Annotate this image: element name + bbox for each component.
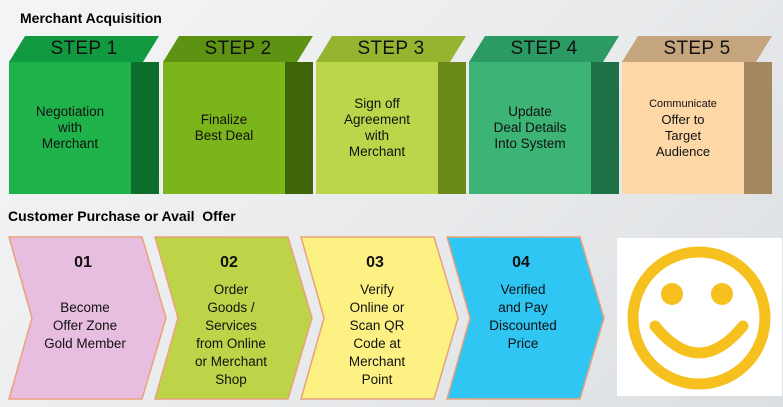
customer-step-02-text: Order Goods / Services from Online or Me… — [168, 281, 294, 389]
step-2-label: STEP 2 — [163, 36, 313, 62]
customer-purchase-title: Customer Purchase or Avail Offer — [8, 208, 236, 224]
customer-step-01-line: Become — [60, 300, 110, 315]
merchant-acquisition-title: Merchant Acquisition — [20, 10, 162, 26]
customer-step-03-line: Merchant — [348, 354, 406, 369]
customer-step-03-text: Verify Online or Scan QR Code at Merchan… — [314, 281, 440, 389]
customer-step-04-line: Discounted — [489, 318, 557, 333]
step-2-line: Best Deal — [194, 128, 254, 143]
customer-step-02: 02 Order Goods / Services from Online or… — [154, 236, 314, 401]
customer-step-01-text: Become Offer Zone Gold Member — [22, 299, 148, 353]
customer-step-04-line: Price — [507, 336, 539, 351]
step-3-line: with — [364, 128, 389, 143]
step-1-line: with — [57, 120, 82, 135]
step-5-line: Offer to — [661, 112, 705, 127]
customer-step-04-number: 04 — [512, 254, 530, 271]
step-1-line: Negotiation — [35, 104, 105, 119]
smiley-mouth — [649, 320, 749, 359]
customer-step-02-line: or Merchant — [194, 354, 268, 369]
smiley-left-eye — [661, 283, 683, 305]
customer-step-03-line: Code at — [353, 336, 401, 351]
step-1-description: Negotiation with Merchant — [9, 62, 131, 194]
step-5-side — [744, 62, 772, 194]
smiley-panel — [617, 238, 782, 396]
step-2-side — [285, 62, 313, 194]
customer-step-04-arrow — [446, 236, 605, 400]
customer-step-03-number: 03 — [366, 254, 384, 271]
step-1-block: STEP 1 Negotiation with Merchant — [9, 36, 159, 194]
step-4-line: Update — [508, 104, 552, 119]
customer-step-02-line: Goods / — [207, 300, 255, 315]
step-5-line: Audience — [655, 144, 711, 159]
customer-step-03-line: Point — [361, 372, 393, 387]
customer-step-03-line: Online or — [349, 300, 405, 315]
smiley-face-outline — [627, 246, 771, 390]
smiley-face-icon — [627, 246, 771, 390]
customer-step-03-arrow — [300, 236, 459, 400]
customer-step-01: 01 Become Offer Zone Gold Member — [8, 236, 168, 401]
step-2-line: Finalize — [200, 112, 248, 127]
customer-step-01-line: Gold Member — [44, 336, 126, 351]
customer-step-02-line: Services — [205, 318, 257, 333]
step-5-description: Communicate Offer to Target Audience — [622, 62, 744, 194]
customer-step-02-line: Shop — [215, 372, 247, 387]
customer-step-04-line: and Pay — [498, 300, 548, 315]
step-4-label: STEP 4 — [469, 36, 619, 62]
customer-step-03-line: Verify — [360, 282, 394, 297]
step-5-block: STEP 5 Communicate Offer to Target Audie… — [622, 36, 772, 194]
step-4-line: Deal Details — [493, 120, 567, 135]
step-5-line: Target — [664, 128, 702, 143]
customer-step-03: 03 Verify Online or Scan QR Code at Merc… — [300, 236, 460, 401]
customer-step-02-line: Order — [213, 282, 249, 297]
customer-step-02-number: 02 — [220, 254, 238, 271]
step-1-line: Merchant — [41, 136, 99, 151]
step-4-line: Into System — [494, 136, 566, 151]
step-3-description: Sign off Agreement with Merchant — [316, 62, 438, 194]
step-3-line: Sign off — [354, 96, 400, 111]
step-4-side — [591, 62, 619, 194]
customer-step-02-arrow — [154, 236, 313, 400]
customer-step-03-line: Scan QR — [349, 318, 405, 333]
customer-step-01-line: Offer Zone — [52, 318, 118, 333]
step-4-description: Update Deal Details Into System — [469, 62, 591, 194]
customer-step-04-line: Verified — [500, 282, 546, 297]
step-3-line: Agreement — [343, 112, 411, 127]
step-3-line: Merchant — [348, 144, 406, 159]
customer-step-01-number: 01 — [74, 254, 92, 271]
step-5-label: STEP 5 — [622, 36, 772, 62]
step-3-side — [438, 62, 466, 194]
step-5-line: Communicate — [649, 98, 717, 110]
customer-step-02-line: from Online — [196, 336, 266, 351]
customer-step-04: 04 Verified and Pay Discounted Price — [446, 236, 606, 401]
step-3-label: STEP 3 — [316, 36, 466, 62]
step-1-label: STEP 1 — [9, 36, 159, 62]
step-2-block: STEP 2 Finalize Best Deal — [163, 36, 313, 194]
step-1-side — [131, 62, 159, 194]
smiley-right-eye — [711, 283, 733, 305]
customer-step-04-text: Verified and Pay Discounted Price — [460, 281, 586, 353]
step-4-block: STEP 4 Update Deal Details Into System — [469, 36, 619, 194]
step-2-description: Finalize Best Deal — [163, 62, 285, 194]
customer-step-01-arrow — [8, 236, 167, 400]
step-3-block: STEP 3 Sign off Agreement with Merchant — [316, 36, 466, 194]
